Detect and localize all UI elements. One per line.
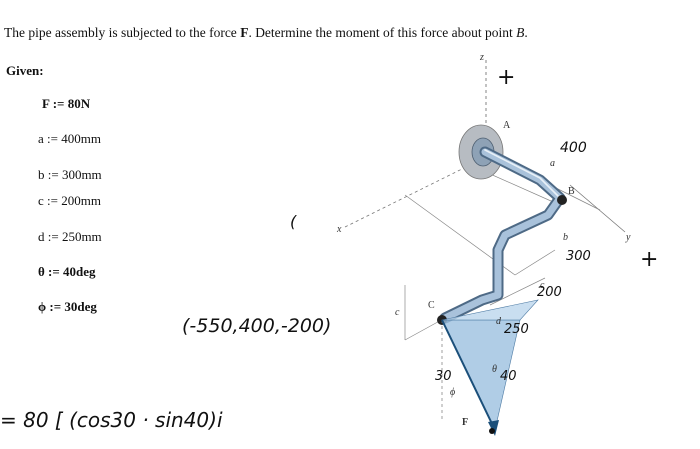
point-symbol: B <box>516 25 525 40</box>
x-axis <box>344 164 471 228</box>
label-A: A <box>503 120 511 131</box>
hand-dim-300: 300 <box>566 249 591 264</box>
hand-plus-right: + <box>640 247 658 272</box>
label-x: x <box>336 224 342 235</box>
force-plane-2 <box>441 299 539 321</box>
problem-middle: . Determine the moment of this force abo… <box>248 25 517 40</box>
hand-dim-400: 400 <box>560 140 587 156</box>
pipe <box>439 146 566 324</box>
problem-statement: The pipe assembly is subjected to the fo… <box>4 25 528 41</box>
label-d: d <box>496 316 502 327</box>
label-y: y <box>625 232 631 243</box>
hand-tick: ( <box>290 212 297 231</box>
hand-angle-40: 40 <box>500 369 517 384</box>
label-C: C <box>428 300 435 311</box>
param-c: c := 200mm <box>38 193 101 208</box>
label-c: c <box>395 307 400 318</box>
hand-equation: = 80 [ (cos30 · sin40)i <box>0 408 223 432</box>
param-theta: θ := 40deg <box>38 264 96 279</box>
label-z: z <box>479 52 484 63</box>
param-phi: ϕ := 30deg <box>38 299 97 314</box>
force-vector <box>441 319 496 431</box>
hand-angle-30: 30 <box>435 369 452 384</box>
label-phi: ϕ <box>450 387 455 398</box>
problem-suffix: . <box>524 25 528 40</box>
dim-d-line <box>489 277 546 306</box>
param-d: d := 250mm <box>38 229 102 244</box>
param-F: F := 80N <box>42 96 91 111</box>
label-theta: θ <box>492 364 497 375</box>
hand-plus-top: + <box>497 65 515 90</box>
param-a: a := 400mm <box>38 131 101 146</box>
hand-dim-250: 250 <box>504 322 529 337</box>
force-symbol: F <box>240 25 249 40</box>
label-b: b <box>563 232 568 243</box>
label-a: a <box>550 158 555 169</box>
given-heading: Given: <box>6 63 44 78</box>
hand-position-vector: (-550,400,-200) <box>182 315 331 337</box>
label-c2: c <box>540 280 545 291</box>
label-B: B <box>568 186 575 197</box>
force-arrowhead <box>488 420 499 436</box>
problem-prefix: The pipe assembly is subjected to the fo… <box>4 25 241 40</box>
force-tip <box>489 428 495 434</box>
label-F: F <box>462 417 468 428</box>
ref-line-2 <box>514 249 556 276</box>
point-B-joint <box>557 195 567 205</box>
param-b: b := 300mm <box>38 167 102 182</box>
hand-dim-200: 200 <box>537 285 562 300</box>
